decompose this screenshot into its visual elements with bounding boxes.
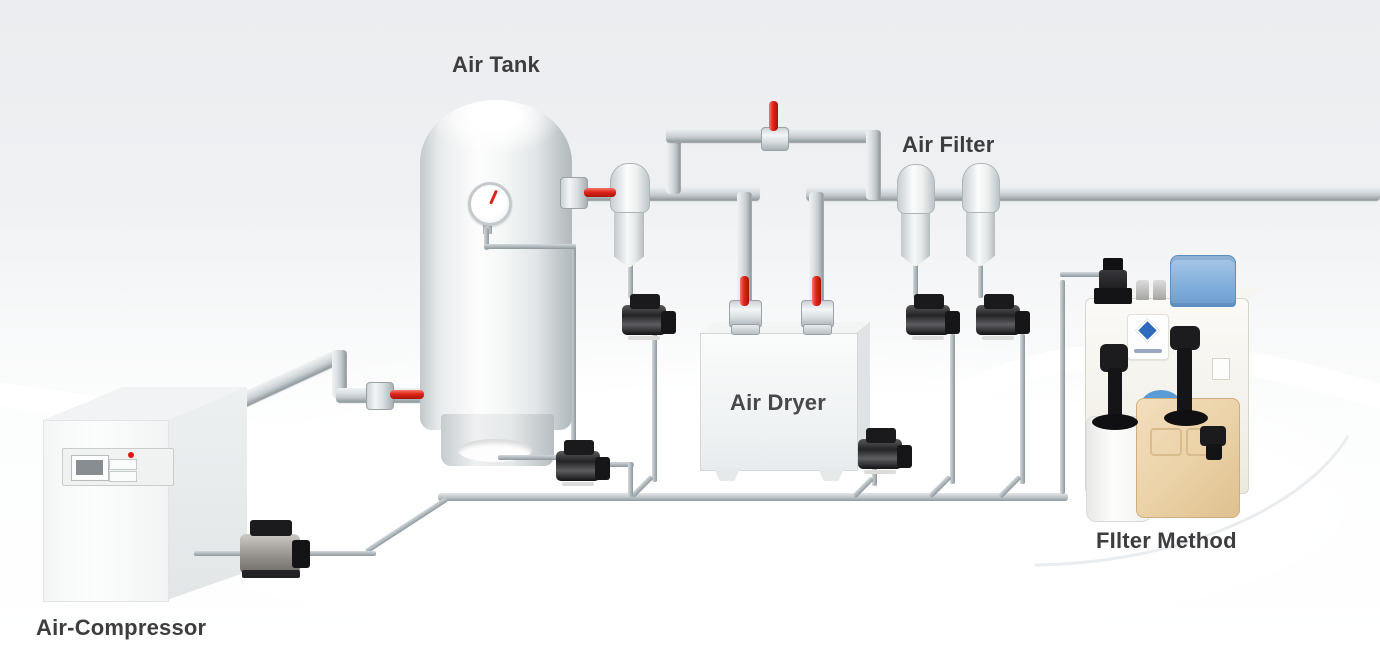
separator-port-1 <box>1136 280 1149 300</box>
air-tank <box>420 100 572 430</box>
main-line-dryer-to-right <box>806 186 1380 201</box>
drain-trap-compressor <box>238 518 310 580</box>
white-bottle-funnel-stem <box>1108 368 1122 424</box>
air-dryer-foot-left <box>714 469 740 481</box>
floor-edge-curve <box>1034 435 1350 567</box>
separator-brand-logo-icon <box>1127 314 1169 360</box>
tan-bottle-funnel-stem <box>1177 348 1192 418</box>
air-filter-1-drain-pipe <box>913 262 918 298</box>
air-tank-label: Air Tank <box>452 52 540 77</box>
drain-trap-filter-1 <box>906 294 960 340</box>
air-filter-label: Air Filter <box>902 132 995 157</box>
compressor-display-bezel <box>71 455 109 481</box>
tank-outlet-valve-handle <box>584 188 616 197</box>
separator-blue-cap <box>1170 255 1236 307</box>
white-bottle-funnel-flare <box>1092 414 1138 430</box>
air-filter-2-drain-pipe <box>978 262 983 298</box>
air-compressor-side-face <box>167 387 247 600</box>
tan-bottle-funnel-flare <box>1164 410 1208 426</box>
logo-diamond-icon <box>1135 318 1160 343</box>
separator-inlet-fitting-icon <box>1094 258 1132 304</box>
tank-side-drain-line <box>571 244 576 444</box>
gauge-needle <box>489 189 498 205</box>
compressor-button-2 <box>109 471 137 482</box>
separator-port-2 <box>1153 280 1166 300</box>
gauge-sense-line-v <box>484 228 489 250</box>
air-dryer-label: Air Dryer <box>730 390 826 415</box>
tank-trap-outlet-pipe <box>606 462 634 467</box>
compressor-control-panel <box>62 448 174 486</box>
filter1-drain-downpipe <box>950 334 955 484</box>
floor-ellipse <box>130 365 1350 645</box>
inline-filter-drain-pipe <box>628 262 633 298</box>
gauge-sense-line-h <box>484 244 576 249</box>
tan-bottle-funnel-knob <box>1170 326 1200 350</box>
logo-text-bar <box>1134 349 1162 353</box>
dryer-outlet-flange-ring <box>803 324 832 335</box>
dryer-outlet-valve-handle <box>812 276 821 306</box>
pressure-gauge-icon <box>468 182 512 226</box>
tank-inlet-valve-handle <box>390 390 424 399</box>
dryer-trap-downpipe <box>872 468 877 486</box>
air-dryer-foot-right <box>818 469 844 481</box>
drain-trap-tank <box>556 440 610 486</box>
drain-collection-pipe <box>438 493 1068 501</box>
tan-bottle-recess-1 <box>1150 428 1182 456</box>
compressor-button-1 <box>109 459 137 470</box>
drain-trap-filter-2 <box>976 294 1030 340</box>
bypass-valve-handle <box>769 101 778 131</box>
air-filter-1-cap <box>897 164 935 214</box>
air-dryer <box>700 333 858 471</box>
dryer-inlet-flange-ring <box>731 324 760 335</box>
tan-bottle-spout-tip <box>1206 444 1222 460</box>
air-compressor-label: Air-Compressor <box>36 615 207 640</box>
filter-method-label: FIlter Method <box>1096 528 1237 553</box>
drain-trap-inline-filter <box>622 294 676 340</box>
separator-small-label <box>1212 358 1230 380</box>
tank-trap-downpipe <box>628 462 633 497</box>
compressor-status-led <box>128 452 134 458</box>
compressor-display-screen <box>76 460 103 475</box>
inline-filter-drain-downpipe <box>652 334 657 482</box>
tan-bottle-spout-icon <box>1200 426 1226 446</box>
separator-feed-riser <box>1060 280 1065 494</box>
bypass-riser-left <box>666 130 681 194</box>
air-filter-1-bowl <box>901 209 930 266</box>
filter2-drain-downpipe <box>1020 334 1025 484</box>
air-filter-2-cap <box>962 163 1000 213</box>
tank-base-drain-line <box>498 455 560 460</box>
air-filter-2-bowl <box>966 209 995 266</box>
dryer-inlet-valve-handle <box>740 276 749 306</box>
drain-trap-dryer <box>858 428 912 474</box>
gauge-stem <box>483 218 492 234</box>
compressor-discharge-elbow <box>332 350 347 398</box>
inline-filter-bowl <box>614 209 644 267</box>
inline-filter-cap <box>610 163 650 213</box>
separator-feed-pipe <box>1060 272 1104 277</box>
white-bottle-funnel-knob <box>1100 344 1128 372</box>
bypass-riser-right <box>866 130 881 200</box>
